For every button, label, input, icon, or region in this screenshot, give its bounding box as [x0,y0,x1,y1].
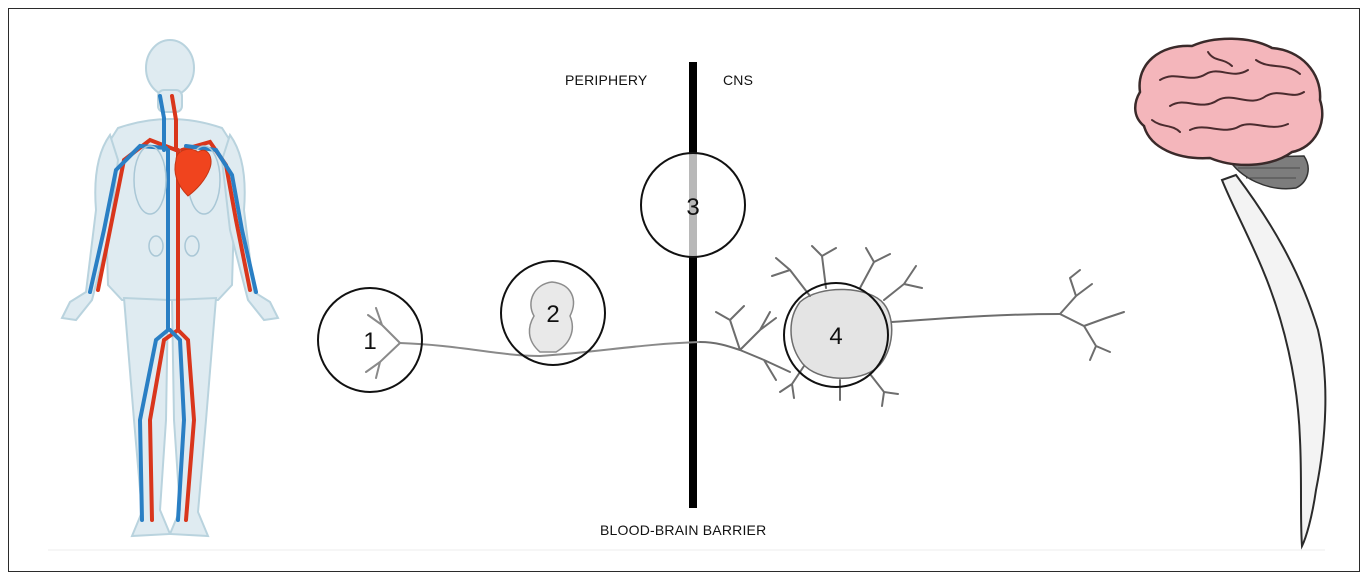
marker-label-4: 4 [829,323,842,350]
barrier-label: BLOOD-BRAIN BARRIER [600,522,766,538]
barrier-line [689,62,697,508]
neuron-central [700,246,1124,406]
marker-label-3: 3 [686,194,699,221]
periphery-label: PERIPHERY [565,72,647,88]
human-circulatory-system-icon [62,40,278,536]
brain-with-spinal-cord-icon [1135,39,1325,546]
marker-label-1: 1 [363,328,376,355]
marker-label-2: 2 [546,301,559,328]
marker-circle-1: 1 [318,288,422,392]
cns-label: CNS [723,72,753,88]
